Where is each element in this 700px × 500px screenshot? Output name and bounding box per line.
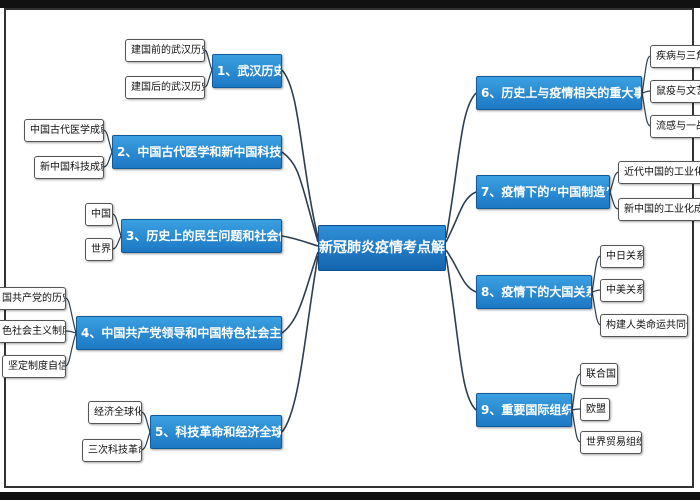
connector-node2-leaves [103,129,113,168]
leaf-1-2[interactable]: 建国后的武汉历史 [125,76,205,99]
leaf-6-3[interactable]: 流感与一战 [650,115,700,138]
topic-node-7[interactable]: 7、疫情下的“中国制造” [476,175,610,209]
leaf-5-1[interactable]: 经济全球化 [88,401,142,424]
connector-center-node4 [281,251,319,334]
connector-node6-leaves [641,55,651,127]
central-topic[interactable]: 新冠肺炎疫情考点解析 [318,225,446,271]
bottom-border-bar [0,492,700,500]
connector-node4-leaves [65,297,77,367]
connector-center-node8 [445,249,477,293]
topic-node-2[interactable]: 2、中国古代医学和新中国科技成就 [112,135,282,169]
connector-center-node2 [281,151,319,243]
topic-node-4[interactable]: 4、中国共产党领导和中国特色社会主义制度 [76,316,282,350]
topic-node-8[interactable]: 8、疫情下的大国关系 [476,275,592,309]
leaf-7-2[interactable]: 新中国的工业化成 [618,198,700,221]
leaf-1-1[interactable]: 建国前的武汉历史 [125,39,205,62]
diagram-frame [4,8,694,488]
connector-node7-leaves [609,171,619,210]
connector-node9-leaves [571,373,581,443]
topic-node-5[interactable]: 5、科技革命和经济全球化 [150,415,282,449]
top-border-bar [0,0,700,8]
leaf-8-2[interactable]: 中美关系 [600,279,644,302]
connector-center-node9 [445,255,477,411]
connector-node1-leaves [204,49,213,88]
leaf-4-1[interactable]: 国共产党的历史 [0,287,66,310]
leaf-7-1[interactable]: 近代中国的工业化 [618,161,700,184]
leaf-4-3[interactable]: 坚定制度自信 [2,355,66,378]
connector-center-node5 [281,255,319,433]
leaf-6-2[interactable]: 鼠疫与文艺 [650,80,700,103]
leaf-8-1[interactable]: 中日关系 [600,245,644,268]
leaf-9-2[interactable]: 欧盟 [580,398,610,421]
leaf-8-3[interactable]: 构建人类命运共同体 [600,314,688,337]
connector-node8-leaves [591,255,601,326]
connector-node5-leaves [141,411,151,451]
connector-node3-leaves [112,213,122,250]
leaf-3-1[interactable]: 中国 [85,203,113,226]
leaf-2-2[interactable]: 新中国科技成就 [34,156,104,179]
leaf-9-3[interactable]: 世界贸易组织 [580,431,642,454]
connector-center-node6 [445,92,477,239]
leaf-3-2[interactable]: 世界 [85,238,113,261]
topic-node-1[interactable]: 1、武汉历史 [212,54,282,88]
leaf-5-2[interactable]: 三次科技革命 [82,439,142,462]
leaf-6-1[interactable]: 疾病与三角 [650,45,700,68]
leaf-2-1[interactable]: 中国古代医学成就 [24,119,104,142]
leaf-9-1[interactable]: 联合国 [580,363,618,386]
topic-node-3[interactable]: 3、历史上的民生问题和社会保障 [121,219,282,253]
connector-center-node3 [281,235,319,247]
topic-node-6[interactable]: 6、历史上与疫情相关的重大事件 [476,76,642,110]
connector-center-node1 [281,69,319,239]
topic-node-9[interactable]: 9、重要国际组织 [476,393,572,427]
connector-center-node7 [445,191,477,243]
leaf-4-2[interactable]: 色社会主义制度 [0,320,66,343]
